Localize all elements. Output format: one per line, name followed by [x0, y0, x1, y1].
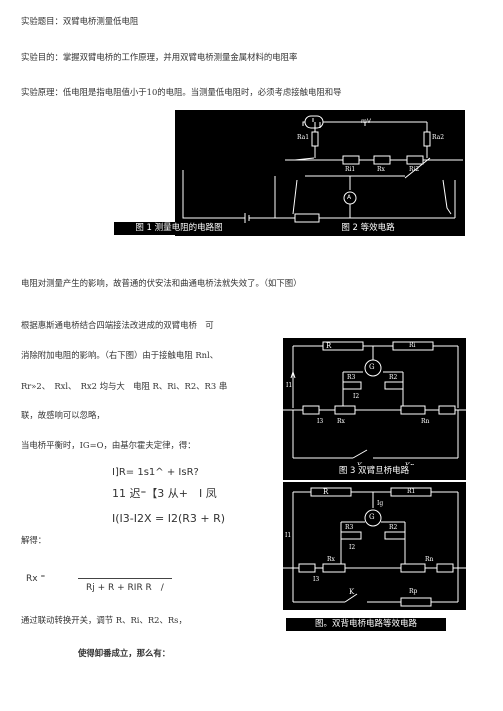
r-label: R [326, 342, 332, 350]
figure-4-equivalent-circuit: R R1 Ig G R3 R2 I1 I2 I3 Rx Rn K Rp [283, 482, 466, 610]
figure-2-equivalent-circuit: mV Ra1 Ra2 Ri1 Rx Ri2 A [175, 110, 465, 236]
equation-4-denominator: Rj + R + RIR R / [86, 583, 164, 593]
ra2-label: Ra2 [432, 134, 445, 141]
figure-3-double-bridge: R Ri G R3 R2 I1 I2 I3 Rx Rn K Kn [283, 338, 466, 480]
rx-label: Rx [327, 556, 335, 563]
principle: 实验原理：低电阻是指电阻值小于10的电阻。当测量低电阻时，必须考虑接触电阻和导 [21, 87, 342, 97]
ri2-label: Ri2 [409, 166, 420, 173]
ri-label: Ri [409, 342, 416, 349]
para-5: 当电桥平衡时，IG=O，由基尔霍夫定律，得： [21, 440, 196, 450]
mv-label: mV [361, 118, 371, 125]
ra1-label: Ra1 [297, 134, 310, 141]
rx-label: Rx [337, 418, 345, 425]
ri1-label: Ri1 [345, 166, 356, 173]
r3-label: R3 [345, 524, 354, 531]
rp-label: Rp [409, 588, 418, 595]
para-1: 根据惠斯通电桥结合四端接法改进成的双臂电桥 可 [21, 320, 214, 330]
g-label: G [369, 363, 375, 371]
figure-4-caption: 图。双背电桥电路等效电路 [286, 618, 446, 631]
i2-label: I2 [353, 393, 360, 400]
r2-label: R2 [389, 524, 398, 531]
para-4: 联，故感响可以忽略， [21, 410, 105, 420]
rx-label: Rx [377, 166, 385, 173]
g-label: G [369, 513, 375, 521]
effect-text: 电阻对测量产生的影响，故普通的伏安法和曲通电桥法就失效了。（如下图） [21, 278, 302, 288]
title: 实验题目：双臂电桥测量低电阻 [21, 16, 139, 26]
equation-3: I(I3-I2X = I2(R3 + R) [112, 512, 226, 525]
i2-label: I2 [349, 544, 356, 551]
para-6: 通过联动转换开关，调节 R、Ri、R2、Rs， [21, 615, 187, 625]
fraction-line [78, 578, 172, 579]
k-label: K [349, 588, 355, 596]
solve-label: 解得： [21, 535, 47, 545]
r3-label: R3 [347, 374, 356, 381]
i1-label: I1 [286, 382, 293, 389]
ig-label: Ig [377, 500, 384, 507]
i3-label: I3 [313, 576, 320, 583]
rn-label: Rn [425, 556, 434, 563]
purpose: 实验目的：掌握双臂电桥的工作原理，并用双臂电桥测量金属材料的电阻率 [21, 52, 298, 62]
r-label: R [323, 488, 329, 496]
equation-1: I]R= 1s1^ + IsR? [112, 467, 199, 478]
para-2: 消除附加电阻的影响。（右下图）由于接触电阻 Rnl、 [21, 350, 219, 360]
r1-label: R1 [407, 488, 416, 495]
ammeter-label: A [347, 194, 352, 201]
rn-label: Rn [421, 418, 430, 425]
para-3: Rr»2、 Rxl、 Rx2 均与大 电阻 R、Ri、R2、R3 串 [21, 381, 228, 391]
para-7: 使得卸番成立，那么有： [78, 648, 171, 658]
equation-4-left: Rx ⁼ [26, 574, 46, 584]
equation-2: 11 迟⁼【3 从+ I 凤 [112, 487, 217, 500]
i1-label: I1 [285, 532, 292, 539]
r2-label: R2 [389, 374, 398, 381]
i3-label: I3 [317, 418, 324, 425]
figure-3-caption: 图 3 双臂旦桥电路 [330, 465, 418, 477]
figure-2-caption: 图 2 等效电路 [326, 222, 410, 235]
figure-1-caption: 图 1 测量电阻的电路图 [114, 222, 244, 235]
